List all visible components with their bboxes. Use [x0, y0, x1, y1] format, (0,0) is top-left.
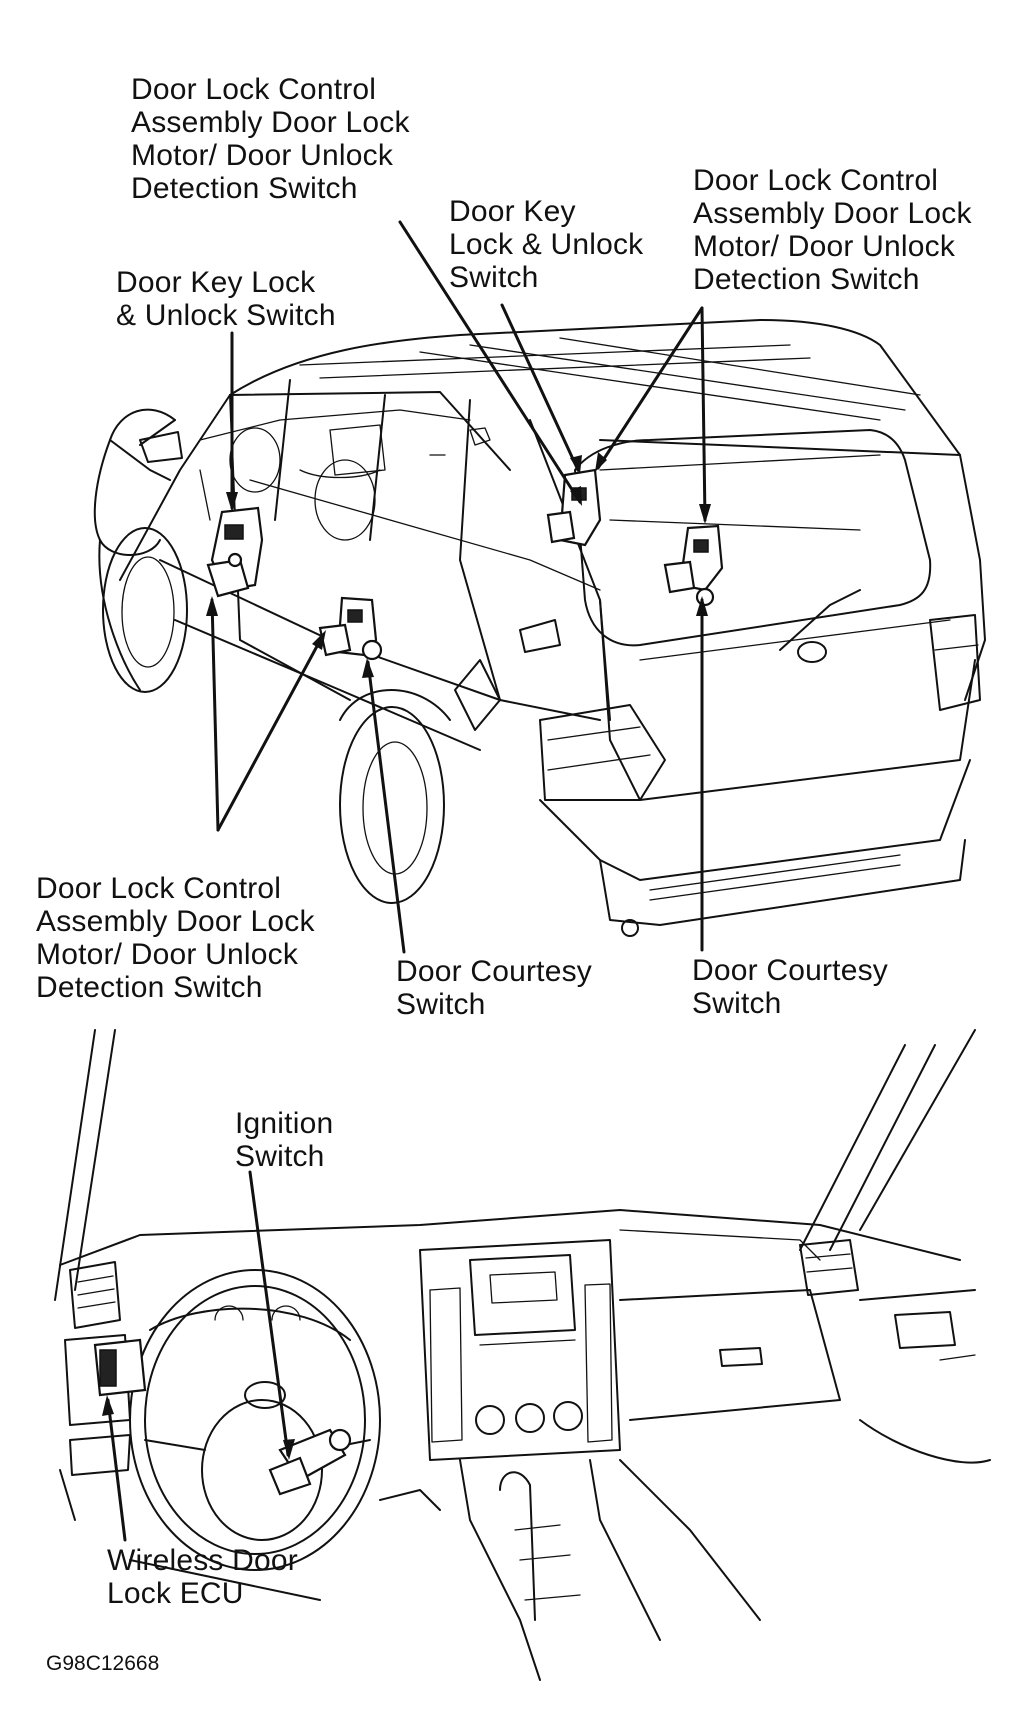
back-door-lock-assembly [663, 524, 724, 607]
label-key-switch-right: Door Key Lock & Unlock Switch [449, 195, 644, 294]
label-courtesy-switch-center: Door Courtesy Switch [396, 955, 593, 1021]
label-lock-control-top-right: Door Lock Control Assembly Door Lock Mot… [693, 164, 972, 296]
label-lock-control-bottom-left: Door Lock Control Assembly Door Lock Mot… [36, 872, 315, 1004]
arrowheads-lower [102, 1395, 295, 1460]
rear-door-lock-assembly [318, 596, 383, 661]
arrowheads-upper [206, 452, 711, 678]
right-rear-door-lock-assembly [546, 468, 602, 547]
front-left-lock-assembly [206, 506, 264, 598]
dashboard [54, 1029, 991, 1681]
leader-lines-lower [106, 1170, 290, 1542]
vehicle-body [93, 319, 986, 937]
label-courtesy-switch-right: Door Courtesy Switch [692, 954, 889, 1020]
figure-id: G98C12668 [46, 1652, 160, 1675]
label-key-switch-left: Door Key Lock & Unlock Switch [116, 266, 336, 332]
label-lock-control-top-left: Door Lock Control Assembly Door Lock Mot… [131, 73, 410, 205]
label-wireless-ecu: Wireless Door Lock ECU [107, 1544, 298, 1610]
label-ignition-switch: Ignition Switch [235, 1107, 334, 1173]
leader-lines-upper [210, 220, 707, 954]
